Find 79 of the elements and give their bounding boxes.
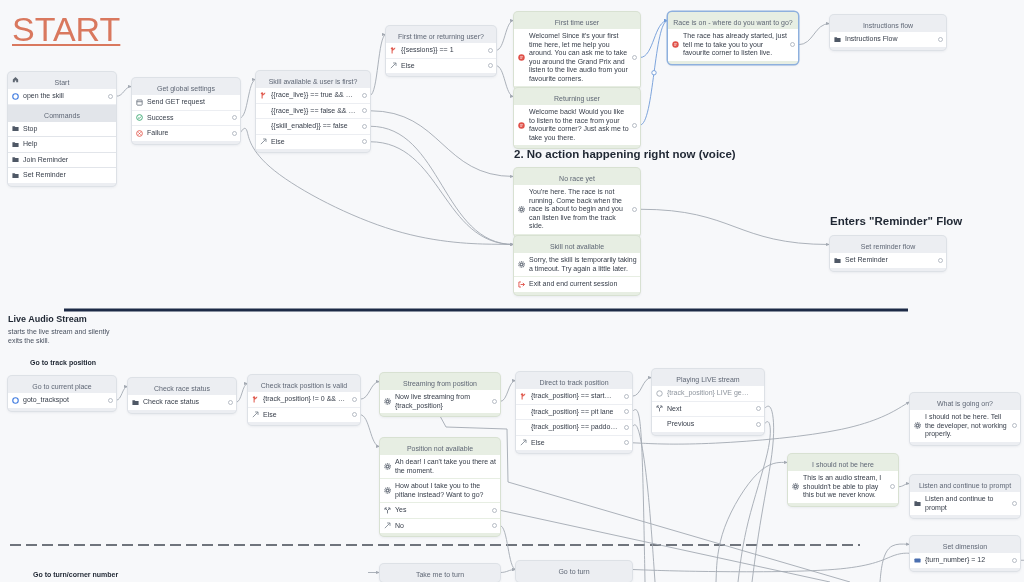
flow-block — [128, 378, 236, 413]
step-card — [386, 58, 496, 73]
flow-block — [910, 475, 1020, 518]
flow-block — [668, 12, 798, 64]
step-card — [514, 105, 640, 145]
connector-line — [439, 415, 851, 582]
flow-block — [652, 369, 764, 435]
step-card — [132, 126, 240, 141]
step-card — [248, 392, 360, 407]
step-card — [910, 492, 1020, 515]
step-card — [256, 88, 370, 103]
flow-block — [380, 373, 500, 416]
connector-line — [1019, 559, 1024, 561]
connector-line — [751, 405, 775, 582]
flow-block — [830, 236, 946, 271]
flow-block — [788, 454, 898, 506]
step-card — [132, 95, 240, 110]
step-card — [830, 253, 946, 268]
step-card — [910, 410, 1020, 442]
flow-block — [910, 393, 1020, 445]
section-panel — [8, 104, 116, 183]
flow-block — [514, 236, 640, 295]
step-card — [380, 518, 500, 533]
step-card — [8, 137, 116, 152]
step-card — [514, 277, 640, 292]
heading-text: Enters "Reminder" Flow — [830, 214, 964, 229]
heading-text: 2. No action happening right now (voice) — [514, 147, 737, 162]
step-card — [910, 553, 1020, 568]
flow-block — [514, 88, 640, 148]
step-card — [652, 401, 764, 416]
section-heading: Live Audio Stream — [8, 313, 88, 325]
step-card — [516, 404, 632, 419]
step-card — [514, 253, 640, 276]
flow-block — [380, 564, 500, 582]
step-card — [514, 185, 640, 234]
flow-block — [386, 26, 496, 76]
flow-block — [830, 15, 946, 50]
step-card — [386, 43, 496, 58]
step-card — [8, 168, 116, 183]
flow-block — [8, 376, 116, 411]
step-card — [516, 389, 632, 404]
step-card — [516, 435, 632, 450]
flow-block — [910, 536, 1020, 571]
step-card — [128, 395, 236, 410]
step-card — [380, 479, 500, 502]
step-card — [8, 393, 116, 408]
connector-line — [631, 424, 656, 582]
step-card — [8, 89, 116, 104]
step-card — [652, 386, 764, 401]
step-card — [8, 121, 116, 136]
step-card — [248, 407, 360, 422]
step-card — [668, 29, 798, 61]
flow-block — [514, 168, 640, 237]
connector-line — [631, 552, 911, 573]
page-title: START — [12, 10, 121, 48]
step-card — [652, 417, 764, 432]
step-card — [830, 32, 946, 47]
step-card — [256, 103, 370, 118]
step-card — [132, 110, 240, 125]
flow-block — [256, 71, 370, 152]
flow-block — [516, 561, 632, 582]
step-card — [380, 390, 500, 413]
step-card — [516, 420, 632, 435]
step-card — [380, 455, 500, 478]
step-card — [8, 152, 116, 167]
step-card — [380, 503, 500, 518]
step-card — [788, 471, 898, 503]
connector-line — [737, 421, 771, 582]
flow-block — [8, 72, 116, 186]
flow-block — [132, 78, 240, 144]
flow-block — [516, 372, 632, 453]
flow-block — [380, 438, 500, 536]
connector-line — [631, 409, 646, 582]
step-card — [256, 119, 370, 134]
flow-block — [514, 12, 640, 89]
step-card — [256, 134, 370, 149]
flow-block — [248, 375, 360, 425]
connector-line — [499, 509, 831, 582]
step-card — [514, 29, 640, 86]
